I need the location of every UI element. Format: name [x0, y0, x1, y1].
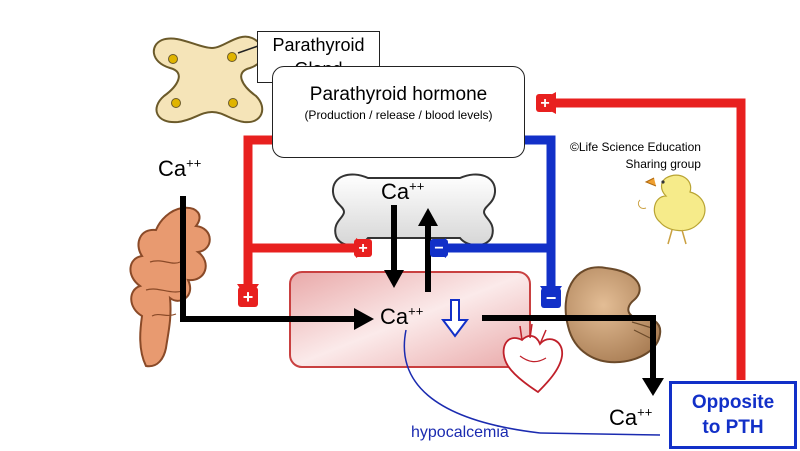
ca-base: Ca: [380, 304, 409, 329]
inhibit-arrows: [442, 135, 556, 290]
calcium-flow-arrowheads: [354, 208, 664, 396]
pth-title: Parathyroid hormone: [309, 84, 488, 105]
copyright-line-1: ©Life Science Education: [570, 140, 701, 154]
sign-minus-kidney: −: [541, 288, 561, 308]
sign-minus-bone: −: [430, 239, 448, 257]
pth-subtitle: (Production / release / blood levels): [304, 108, 493, 122]
kidney-icon: [564, 266, 662, 364]
intestine-icon: [129, 206, 211, 368]
heart-icon: [502, 323, 563, 394]
svg-text:−: −: [434, 240, 443, 257]
copyright-line-2: Sharing group: [625, 157, 701, 171]
ca-charge: ++: [408, 303, 424, 319]
parathyroid-gland-icon: [152, 35, 264, 124]
stimulate-arrows: [243, 98, 746, 380]
copyright-text: ©Life Science Education Sharing group: [570, 139, 701, 173]
ca-base: Ca: [381, 179, 410, 204]
calcium-urine-label: Ca++: [609, 405, 652, 431]
calcium-bone-label: Ca++: [381, 179, 424, 205]
decrease-arrow-icon: [441, 299, 469, 338]
opposite-to-pth-box: Opposite to PTH: [669, 381, 797, 449]
opposite-line-2: to PTH: [702, 417, 764, 438]
svg-text:+: +: [358, 240, 367, 257]
ca-base: Ca: [609, 405, 638, 430]
hypocalcemia-label: hypocalcemia: [411, 424, 509, 441]
svg-text:−: −: [546, 288, 557, 308]
chick-doodle-icon: [637, 174, 706, 245]
sign-plus-pth: +: [536, 94, 554, 112]
sign-plus-bone: +: [354, 239, 372, 257]
sign-plus-left: +: [238, 287, 258, 307]
svg-text:+: +: [243, 287, 254, 307]
calcium-dietary-label: Ca++: [158, 156, 201, 182]
calcium-flow-arrows: [180, 196, 656, 382]
ca-charge: ++: [186, 155, 202, 171]
opposite-line-1: Opposite: [691, 392, 775, 413]
calcium-blood-label: Ca++: [380, 304, 423, 330]
ca-charge: ++: [409, 178, 425, 194]
bone-icon: [331, 173, 497, 247]
pth-box: Parathyroid hormone (Production / releas…: [272, 66, 525, 158]
ca-charge: ++: [637, 404, 653, 420]
hypocalcemia-lines: [403, 329, 661, 436]
ca-base: Ca: [158, 156, 187, 181]
svg-text:+: +: [540, 95, 549, 112]
